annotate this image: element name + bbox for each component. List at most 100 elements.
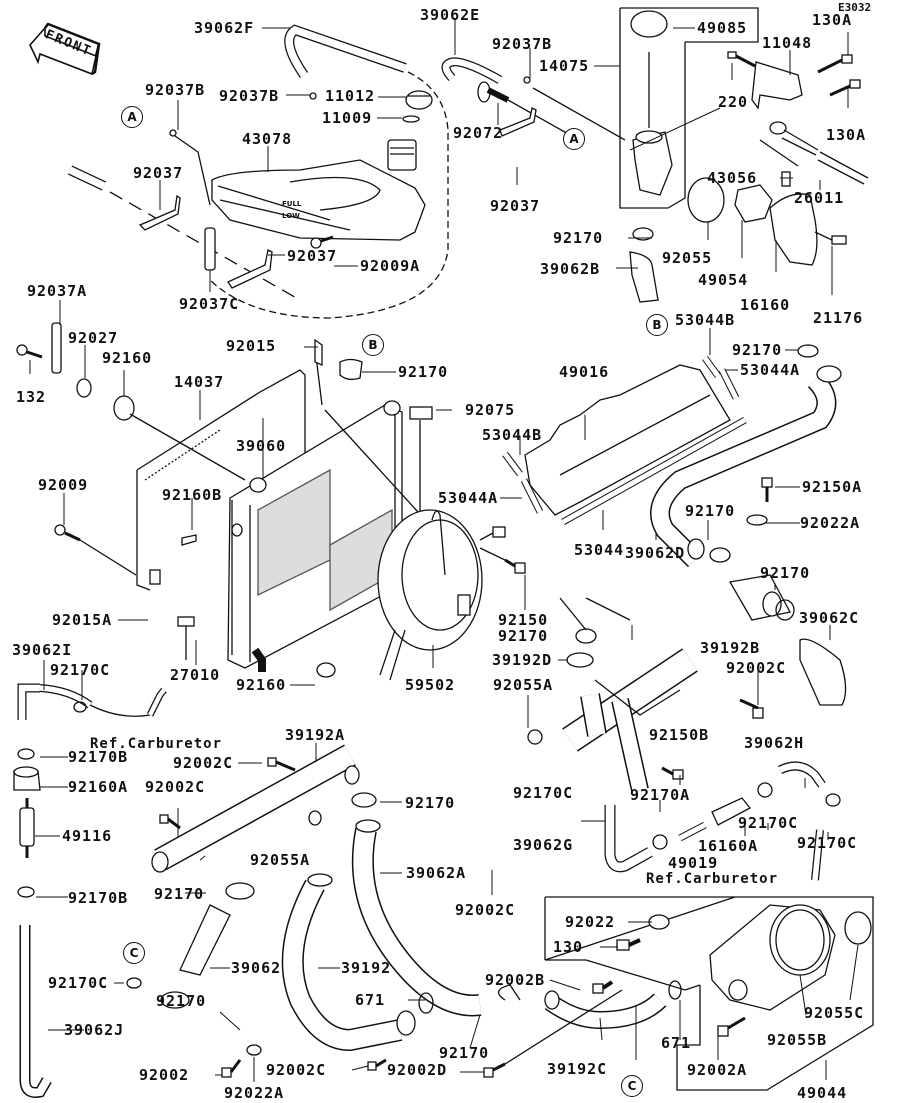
part-label: 39062D [625,544,686,562]
part-label: 16160 [740,296,791,314]
part-label: 92002 [139,1066,190,1084]
part-label: 92170 [154,885,205,903]
part-label: 92150B [649,726,710,744]
part-label: 130A [826,126,867,144]
part-label: 92037B [145,81,206,99]
part-label: 220 [718,93,749,111]
hose-39062b [629,251,659,303]
part-label: 92150A [802,478,863,496]
part-label: 92002C [145,778,206,796]
sensor-21176 [814,231,847,245]
part-label: 49085 [697,19,748,37]
part-label: 11009 [322,109,373,127]
clip-92015 [314,338,323,366]
part-label: 92160B [162,486,223,504]
o-ring-92055a [527,729,543,745]
part-label: 92022 [565,913,616,931]
part-label: 53044A [740,361,801,379]
part-label: 27010 [170,666,221,684]
filler-neck-14075 [632,131,673,196]
part-label: 92160A [68,778,129,796]
reservoir-cap [405,90,433,110]
water-pump-box [676,896,874,1091]
part-label: 14075 [539,57,590,75]
clamp-92170-b [339,358,363,381]
washer-92022a [246,1044,262,1056]
part-label: 53044A [438,489,499,507]
svg-text:FULL: FULL [282,200,302,208]
part-label: 92170 [439,1044,490,1062]
thermostat-housing-16160 [769,193,818,266]
part-label: 21176 [813,309,864,327]
part-label: 92170 [405,794,456,812]
part-label: 39192A [285,726,346,744]
part-label: 11048 [762,34,813,52]
connector-marker-a: A [121,106,143,128]
part-label: 92170 [760,564,811,582]
part-label: 39062I [12,641,73,659]
part-label: 92170 [156,992,207,1010]
part-label: 92037A [27,282,88,300]
part-label: 53044B [482,426,543,444]
grommet-92160-b [316,662,336,678]
reference-note: Ref.Carburetor [90,736,223,752]
part-label: 130 [553,938,584,956]
filler-neck-box [620,7,759,43]
pad-92160b [181,534,197,546]
part-label: 11012 [325,87,376,105]
part-label: 92037B [492,35,553,53]
part-label: 92022A [224,1084,285,1102]
pad-92075 [409,406,433,420]
connector-marker-b: B [362,334,384,356]
diagram-code: E3032 [838,1,872,14]
part-label: 92170C [50,661,111,679]
part-label: 39062A [406,864,467,882]
part-label: 130A [812,11,853,29]
part-label: 39192C [547,1060,608,1078]
fitting-39192d [566,652,594,668]
connector-marker-c: C [123,942,145,964]
filter-16160a [711,797,751,826]
hose-39062 [179,904,231,976]
part-label: 92002C [173,754,234,772]
part-label: 92055C [804,1004,865,1022]
part-label: 39192B [700,639,761,657]
part-label: 43056 [707,169,758,187]
part-label: 92015 [226,337,277,355]
part-label: 39060 [236,437,287,455]
part-label: 92037B [219,87,280,105]
radiator-39060 [227,400,403,672]
part-label: 92002C [726,659,787,677]
part-label: 39192 [341,959,392,977]
grommet-92160 [113,395,135,421]
thermostat-49054 [734,184,773,223]
part-label: 92170B [68,748,129,766]
part-label: 39192D [492,651,553,669]
part-label: 92055A [493,676,554,694]
part-label: 92170 [553,229,604,247]
bolt-92009a [310,235,334,249]
part-label: 49019 [668,854,719,872]
part-label: 92150 [498,611,549,629]
part-label: 92015A [52,611,113,629]
part-label: 39062 [231,959,282,977]
radiator-screen-14037 [136,369,306,591]
part-label: 92037C [179,295,240,313]
collar-92027 [76,378,92,398]
part-label: 92072 [453,124,504,142]
part-label: 92002A [687,1061,748,1079]
part-label: 92037 [490,197,541,215]
part-label: 92022A [800,514,861,532]
part-label: 92002B [485,971,546,989]
part-label: 39062F [194,19,255,37]
part-label: 92009A [360,257,421,275]
part-label: 53044 [574,541,625,559]
part-label: 39062H [744,734,805,752]
o-ring-92055 [687,177,725,223]
svg-text:LOW: LOW [282,212,300,220]
part-label: 49116 [62,827,113,845]
part-label: 92002C [266,1061,327,1079]
filter-49116 [19,807,35,847]
